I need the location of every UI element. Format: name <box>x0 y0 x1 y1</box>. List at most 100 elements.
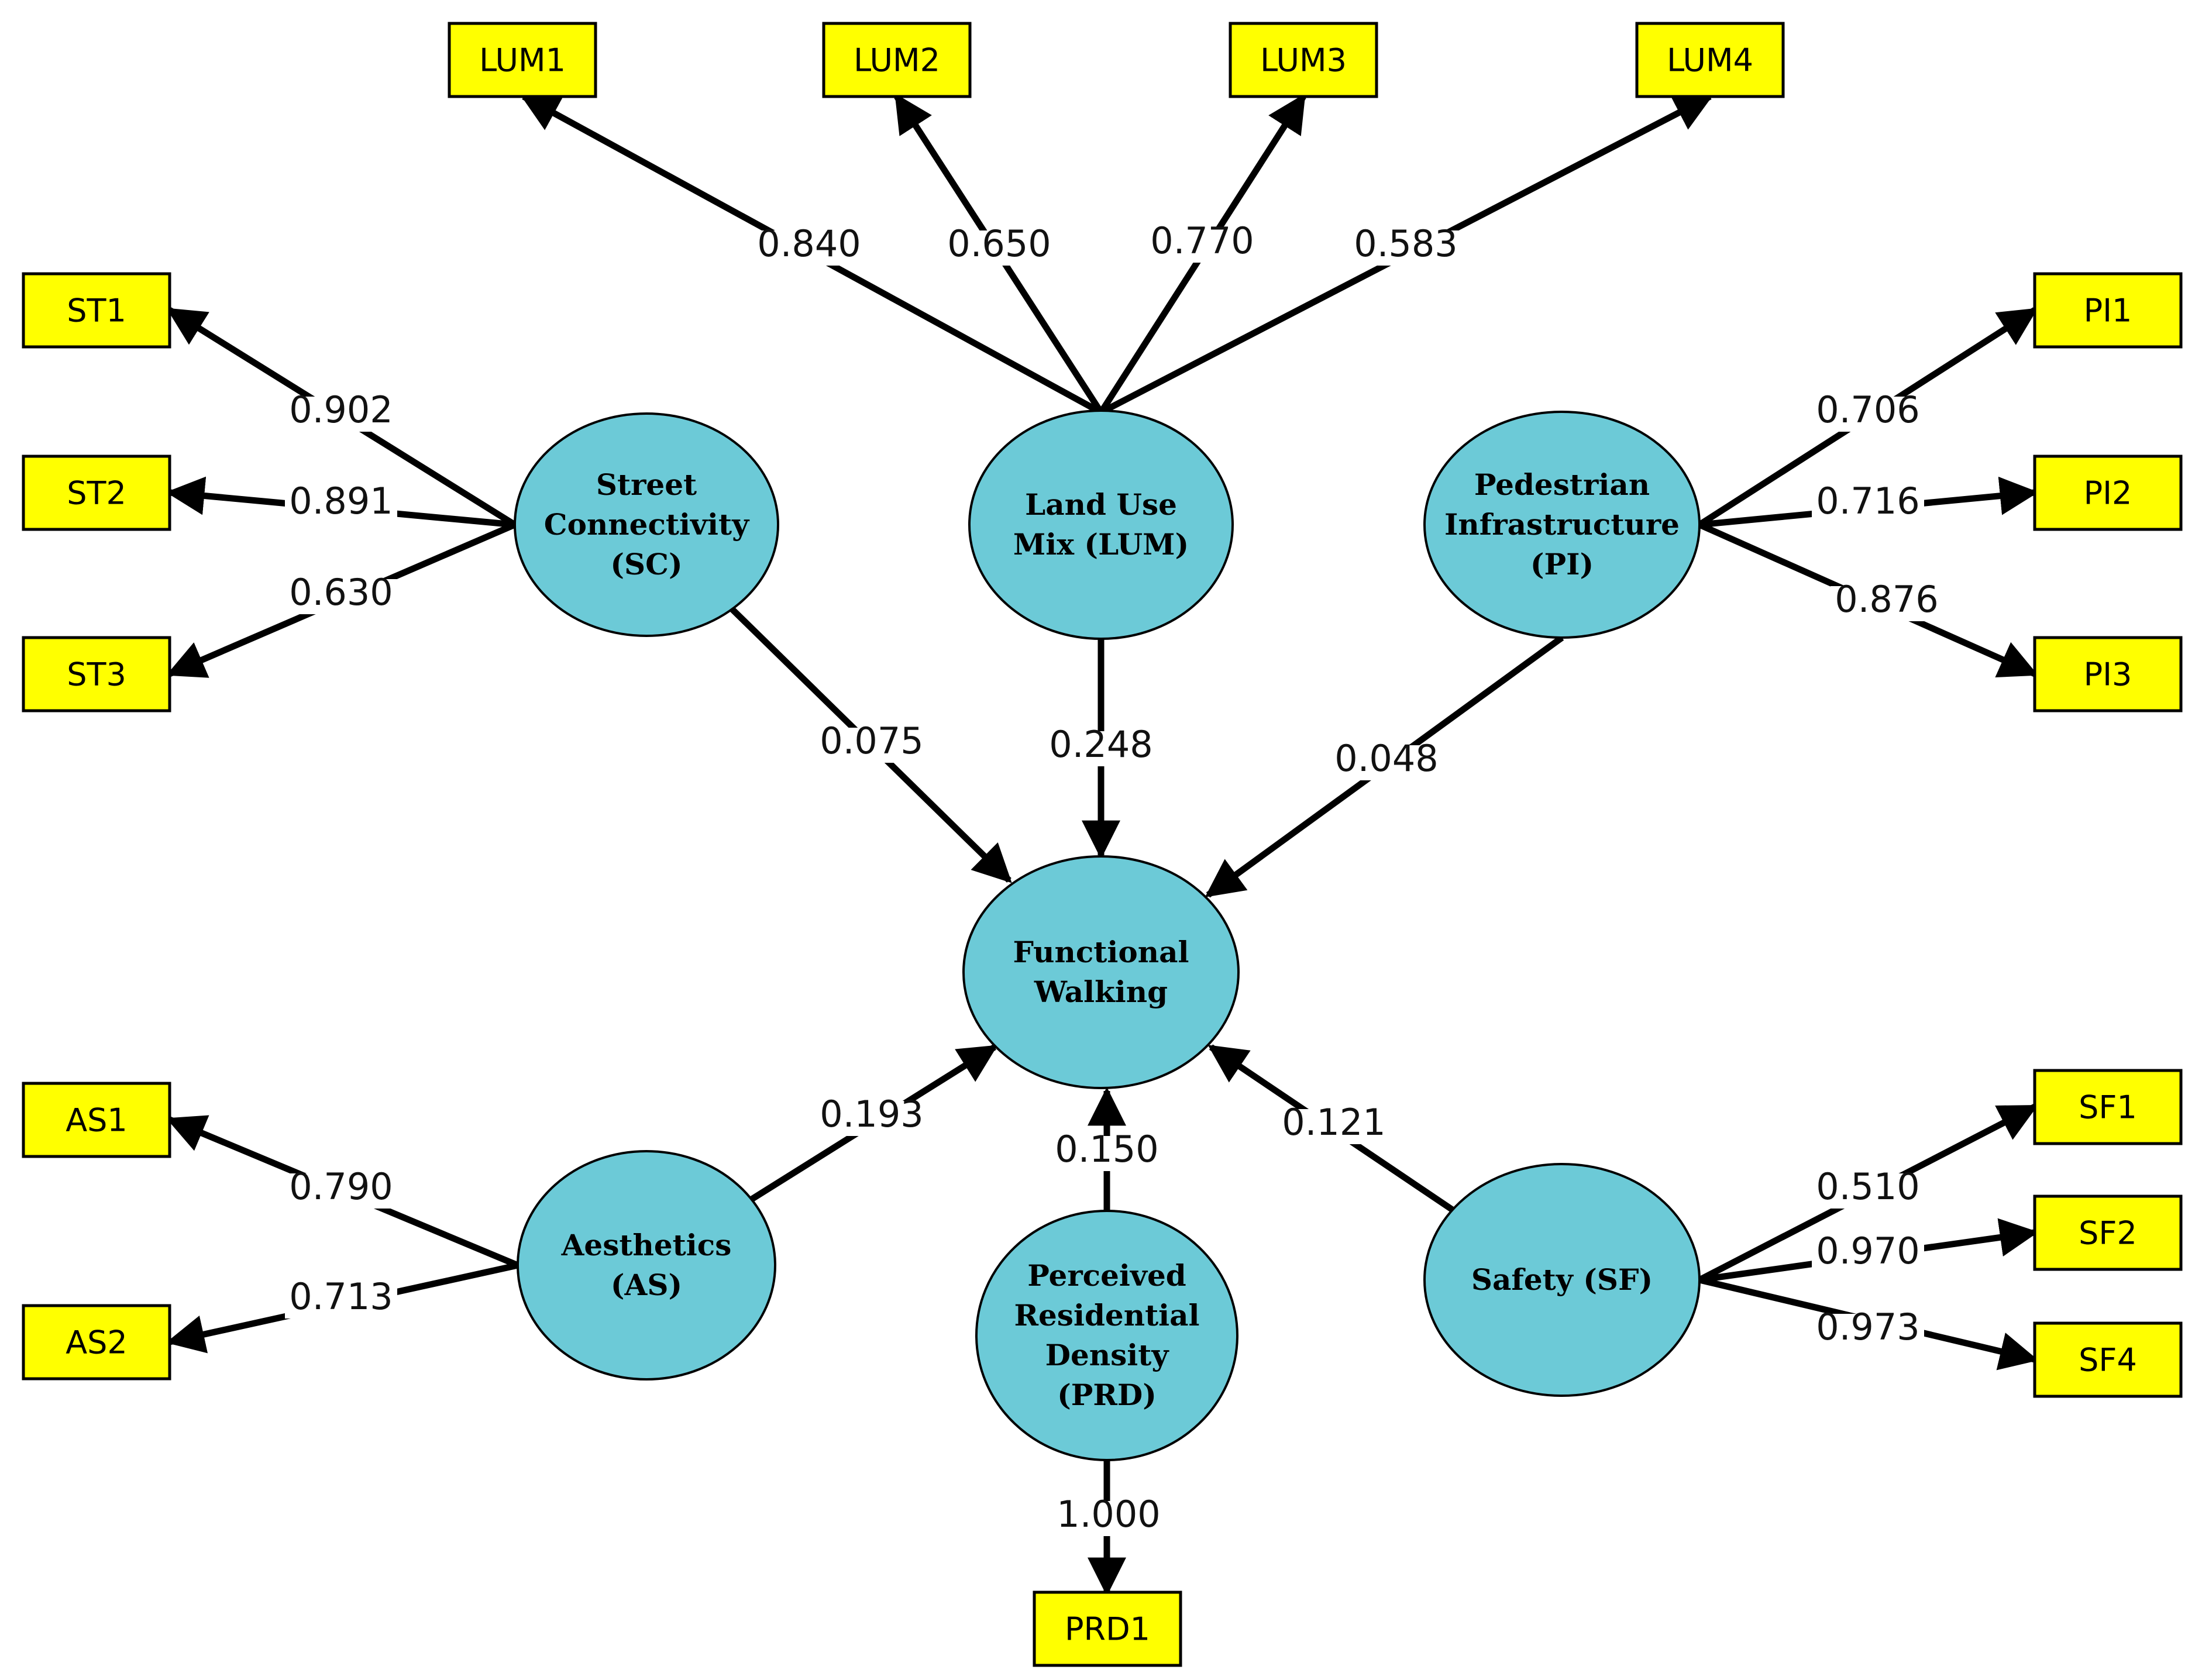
latent-sc <box>514 412 779 637</box>
latent-lum <box>968 409 1234 640</box>
latent-label-as-line-2: (AS) <box>611 1268 682 1302</box>
indicator-box-pi3 <box>2033 636 2183 712</box>
loading-label-lum2: 0.650 <box>947 222 1051 265</box>
loading-label-sf1: 0.510 <box>1816 1165 1920 1208</box>
indicator-label-st3: ST3 <box>67 656 126 693</box>
indicator-box-pi1 <box>2033 272 2183 349</box>
path-label-sf-fw: 0.121 <box>1282 1101 1386 1144</box>
loading-label-lum3-bg <box>1146 228 1258 263</box>
path-label-pi-fw: 0.048 <box>1334 737 1439 780</box>
loading-label-st3-bg <box>285 579 397 614</box>
indicator-box-pi2 <box>2033 455 2183 531</box>
indicator-box-as1 <box>22 1082 171 1158</box>
indicator-box-st1 <box>22 272 171 349</box>
indicator-label-st2: ST2 <box>67 475 126 512</box>
indicator-box-st3 <box>22 636 171 712</box>
indicator-box-sf1 <box>2033 1069 2183 1145</box>
latent-label-prd-line-3: Density <box>1045 1338 1170 1372</box>
path-label-as-fw: 0.193 <box>820 1093 924 1135</box>
latent-label-sc-line-2: Connectivity <box>544 507 750 542</box>
path-label-lum-fw: 0.248 <box>1049 723 1153 766</box>
indicator-box-lum4 <box>1635 22 1785 98</box>
indicator-label-lum2: LUM2 <box>854 42 940 79</box>
path-label-pi-fw-bg <box>1330 745 1443 780</box>
indicator-box-prd1 <box>1033 1591 1182 1667</box>
loading-label-lum2-bg <box>943 230 1055 266</box>
loading-label-as2-bg <box>285 1283 397 1318</box>
indicator-label-st1: ST1 <box>67 292 126 329</box>
latent-label-sc-line-1: Street <box>596 467 697 502</box>
loading-label-lum4-bg <box>1350 230 1462 266</box>
indicator-box-lum2 <box>822 22 972 98</box>
latent-fw <box>962 855 1240 1089</box>
indicator-label-pi3: PI3 <box>2084 656 2132 693</box>
loading-label-pi3: 0.876 <box>1835 578 1939 621</box>
loading-label-pi1: 0.706 <box>1816 388 1920 431</box>
indicator-label-prd1: PRD1 <box>1065 1611 1150 1648</box>
loading-label-st2-bg <box>285 488 397 523</box>
indicator-box-lum1 <box>448 22 597 98</box>
latent-sf <box>1423 1163 1701 1397</box>
latent-label-lum-line-1: Land Use <box>1025 487 1177 522</box>
indicator-label-as1: AS1 <box>66 1102 128 1139</box>
latent-as <box>517 1150 776 1381</box>
loading-label-sf1-bg <box>1812 1173 1924 1209</box>
latent-label-pi-line-3: (PI) <box>1530 547 1594 581</box>
latent-label-prd-line-1: Perceived <box>1027 1258 1186 1293</box>
loading-label-pi1-bg <box>1812 397 1924 432</box>
latent-pi <box>1423 411 1701 639</box>
loading-label-prd1-bg <box>1052 1501 1165 1536</box>
indicator-label-lum4: LUM4 <box>1667 42 1753 79</box>
path-label-prd-fw-bg <box>1051 1136 1163 1171</box>
indicator-label-pi1: PI1 <box>2084 292 2132 329</box>
path-label-sc-fw-bg <box>816 728 928 763</box>
indicator-box-as2 <box>22 1304 171 1381</box>
loading-label-lum4: 0.583 <box>1354 222 1458 265</box>
latent-label-pi-line-2: Infrastructure <box>1444 507 1680 542</box>
loading-label-prd1: 1.000 <box>1057 1493 1161 1536</box>
path-label-prd-fw: 0.150 <box>1055 1128 1159 1171</box>
loading-label-pi2: 0.716 <box>1816 480 1920 522</box>
loading-label-as1: 0.790 <box>289 1165 393 1208</box>
indicator-label-lum1: LUM1 <box>479 42 566 79</box>
latent-label-as-line-1: Aesthetics <box>561 1228 732 1262</box>
loading-label-sf2: 0.970 <box>1816 1230 1920 1272</box>
loading-label-as2: 0.713 <box>289 1275 393 1318</box>
latent-label-pi-line-1: Pedestrian <box>1474 467 1650 502</box>
indicator-label-lum3: LUM3 <box>1260 42 1347 79</box>
indicator-label-pi2: PI2 <box>2084 475 2132 512</box>
indicator-box-sf4 <box>2033 1321 2183 1398</box>
indicator-label-sf2: SF2 <box>2079 1215 2137 1252</box>
latent-label-sc-line-3: (SC) <box>610 547 682 581</box>
loading-label-pi2-bg <box>1812 488 1924 523</box>
latent-label-fw-line-1: Functional <box>1013 935 1189 969</box>
loading-label-lum3: 0.770 <box>1150 219 1254 262</box>
latent-prd <box>975 1210 1238 1461</box>
latent-label-fw-line-2: Walking <box>1034 975 1168 1009</box>
path-label-lum-fw-bg <box>1045 731 1157 766</box>
indicator-label-sf4: SF4 <box>2079 1342 2137 1379</box>
latent-label-lum-line-2: Mix (LUM) <box>1013 527 1189 562</box>
latent-label-sf-line-1: Safety (SF) <box>1471 1262 1653 1297</box>
indicator-label-sf1: SF1 <box>2079 1089 2137 1126</box>
latent-label-prd-line-2: Residential <box>1014 1298 1199 1333</box>
loading-label-sf4-bg <box>1812 1314 1924 1349</box>
indicator-box-st2 <box>22 455 171 531</box>
indicator-box-sf2 <box>2033 1194 2183 1271</box>
path-label-sc-fw: 0.075 <box>820 719 924 762</box>
loading-label-st1-bg <box>285 397 397 432</box>
indicator-label-as2: AS2 <box>66 1324 128 1361</box>
latent-label-prd-line-4: (PRD) <box>1057 1378 1157 1412</box>
path-label-as-fw-bg <box>816 1101 928 1136</box>
loading-label-sf2-bg <box>1812 1238 1924 1273</box>
loading-label-st1: 0.902 <box>289 388 393 431</box>
loading-label-lum1: 0.840 <box>757 222 861 265</box>
loading-label-st2: 0.891 <box>289 480 393 522</box>
loading-label-pi3-bg <box>1831 586 1943 621</box>
loading-label-as1-bg <box>285 1173 397 1209</box>
loading-label-lum1-bg <box>753 230 865 266</box>
